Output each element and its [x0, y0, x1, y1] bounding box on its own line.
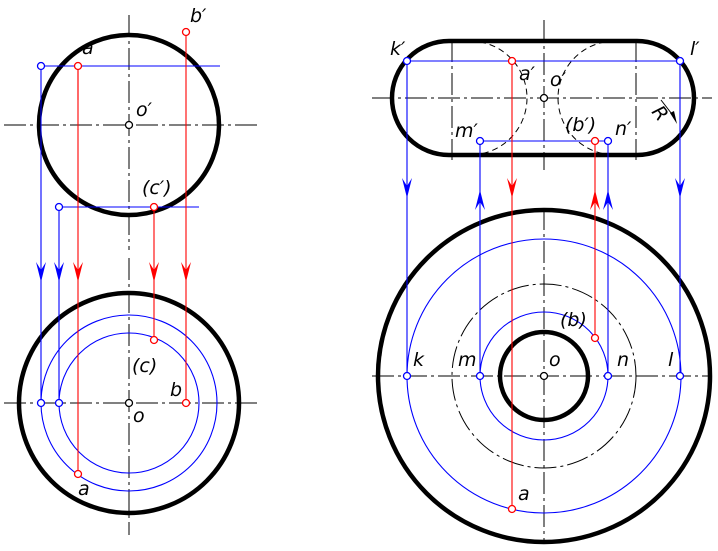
arrow-down-icon — [54, 262, 64, 282]
torus-outline — [389, 38, 697, 158]
sphere-outline — [36, 32, 222, 218]
sphere-outline-top — [16, 290, 242, 516]
label-l: l — [668, 349, 674, 371]
label-c-prime: (c′) — [142, 177, 172, 199]
point-n — [603, 371, 613, 381]
point-l-prime — [675, 56, 685, 66]
arrow-down-icon — [181, 262, 191, 282]
label-a-prime: a′ — [82, 37, 99, 59]
arrow-up-icon — [475, 190, 485, 210]
label-b-prime: b′ — [190, 5, 207, 27]
torus-mid-circle — [451, 283, 637, 469]
sphere-top-view — [4, 258, 258, 535]
hidden-arc-right — [557, 40, 616, 156]
arrow-up-icon — [603, 190, 613, 210]
point-n-prime — [603, 136, 613, 146]
point-c-prime — [149, 202, 159, 212]
point-a-prime — [73, 61, 83, 71]
point-b-prime — [590, 136, 600, 146]
point-o-prime — [539, 93, 549, 103]
point-l — [675, 371, 685, 381]
label-b: (b) — [560, 309, 587, 331]
point-k-prime — [402, 56, 412, 66]
point-m-prime — [475, 136, 485, 146]
point-a — [507, 504, 517, 514]
label-o: o — [549, 349, 561, 371]
label-c: (c) — [132, 355, 157, 377]
hidden-arc-left — [469, 40, 528, 156]
point-a-prime — [507, 56, 517, 66]
label-o: o — [133, 405, 145, 427]
point-c — [149, 335, 159, 345]
label-n: n — [617, 349, 629, 371]
radius-arrow-icon — [670, 111, 677, 124]
point-b — [181, 398, 191, 408]
arrow-down-icon — [507, 178, 517, 198]
point-a — [73, 469, 83, 479]
label-a-prime: a′ — [519, 63, 536, 85]
arrow-down-icon — [73, 262, 83, 282]
label-o-prime: o′ — [136, 99, 153, 121]
point-b — [590, 333, 600, 343]
label-n-prime: n′ — [615, 118, 632, 140]
arrow-down-icon — [675, 178, 685, 198]
arrow-up-icon — [590, 190, 600, 210]
label-o-prime: o′ — [550, 69, 567, 91]
point-o-prime — [124, 120, 134, 130]
arrow-down-icon — [149, 262, 159, 282]
torus-outer-outline — [375, 207, 713, 545]
point-m — [54, 398, 64, 408]
label-a: a — [78, 478, 90, 500]
label-b-prime: (b′) — [565, 114, 596, 136]
label-k-prime: k′ — [390, 38, 406, 60]
point-m-prime — [54, 202, 64, 212]
label-a: a — [518, 483, 530, 505]
label-r: R — [647, 102, 672, 126]
label-l-prime: l′ — [690, 38, 700, 60]
torus-inner-outline — [497, 329, 591, 423]
arrow-down-icon — [402, 178, 412, 198]
arrow-down-icon — [36, 262, 46, 282]
point-b-prime — [181, 27, 191, 37]
point-m — [475, 371, 485, 381]
point-k — [402, 371, 412, 381]
label-b: b — [170, 379, 182, 401]
label-k: k — [413, 349, 425, 371]
point-o — [539, 371, 549, 381]
sphere-front-view — [4, 15, 258, 250]
point-k-prime — [36, 61, 46, 71]
label-m: m — [458, 349, 477, 371]
label-m-prime: m′ — [455, 120, 479, 142]
point-k — [36, 398, 46, 408]
point-o — [124, 398, 134, 408]
